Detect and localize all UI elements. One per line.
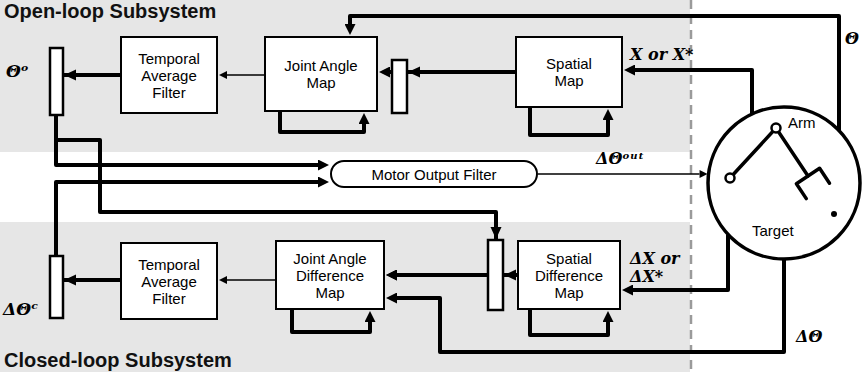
signal-name: ΔX or ΔX* [630, 250, 690, 286]
arrow-head [408, 67, 420, 78]
box-label: Spatial Difference Map [527, 250, 611, 301]
arm-label: Arm [788, 114, 816, 132]
process-box: Temporal Average Filter [120, 36, 218, 114]
process-box: Spatial Difference Map [517, 240, 621, 310]
arm-upper-link [730, 128, 776, 178]
signal-connector [280, 112, 364, 132]
signal-connector [635, 70, 752, 114]
box-label: Temporal Average Filter [127, 256, 211, 307]
signal-name: ΔΘᶜ [3, 300, 38, 318]
signal-connector [530, 310, 608, 335]
process-box: Joint Angle Map [264, 36, 378, 112]
elbow-joint [772, 124, 781, 133]
signal-name: X or X* [630, 46, 693, 64]
arm-workspace-circle: ArmTarget [706, 105, 862, 261]
band-fill [0, 222, 690, 372]
signal-connector [292, 310, 370, 332]
signal-connector [227, 74, 264, 76]
filter-box: Motor Output Filter [330, 160, 538, 188]
box-label: Joint Angle Map [273, 57, 369, 91]
signal-name: ΔΘ [796, 328, 822, 346]
subsystem-band: Open-loop SubsystemTemporal Average Filt… [0, 0, 690, 152]
process-box: Spatial Map [515, 36, 623, 108]
label-anchor: Θ [845, 30, 859, 48]
box-label: Joint Angle Difference Map [282, 250, 378, 301]
signal-connector [530, 108, 608, 135]
label-anchor: Θᵒ [6, 62, 29, 80]
arrow-head [64, 275, 76, 286]
output-bar [50, 256, 63, 318]
signal-name: Θ [845, 30, 859, 48]
arm-label: Target [752, 222, 794, 240]
arrow-head [491, 227, 502, 239]
label-anchor: ΔΘᵒᵘᵗ [596, 150, 644, 168]
box-label: Motor Output Filter [371, 166, 496, 183]
arrow-head [64, 70, 76, 81]
arrow-head [504, 270, 516, 281]
concatenation-bar [392, 60, 407, 113]
arm-gripper [796, 168, 829, 198]
signal-connector [227, 279, 275, 281]
concatenation-bar [488, 240, 503, 310]
label-anchor: X or X* [630, 46, 693, 64]
signal-name: ΔΘᵒᵘᵗ [596, 150, 644, 168]
box-label: Spatial Map [537, 55, 601, 89]
signal-name: Θᵒ [6, 62, 29, 80]
signal-connector [350, 16, 839, 131]
output-bar [50, 48, 63, 115]
band-title: Closed-loop Subsystem [4, 349, 690, 372]
label-anchor: ΔΘᶜ [3, 300, 38, 318]
box-label: Temporal Average Filter [127, 50, 211, 101]
target-dot [831, 211, 837, 217]
label-anchor: ΔΘ [796, 328, 822, 346]
subsystem-band: Closed-loop Subsystem Temporal Average Fi… [0, 222, 690, 372]
shoulder-joint [726, 174, 735, 183]
process-box: Temporal Average Filter [120, 242, 218, 320]
arm-fore-link [776, 128, 808, 176]
process-box: Joint Angle Difference Map [275, 240, 385, 310]
circle-outline-shape [708, 107, 860, 259]
band-title: Open-loop Subsystem [4, 0, 690, 23]
band-fill-group [0, 0, 690, 372]
label-anchor: ΔX or ΔX* [630, 250, 690, 286]
signal-connector [538, 173, 700, 175]
